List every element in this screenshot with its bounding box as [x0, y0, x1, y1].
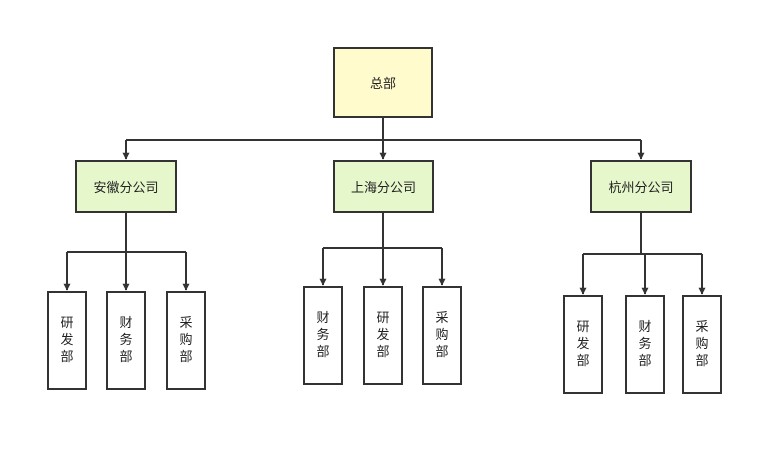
dept-label: 采购部: [435, 311, 449, 360]
dept-node-shanghai-3[interactable]: 采购部: [422, 286, 462, 385]
dept-label: 财务部: [638, 320, 652, 369]
dept-label: 采购部: [695, 320, 709, 369]
dept-node-anhui-3[interactable]: 采购部: [166, 291, 206, 390]
dept-node-anhui-1[interactable]: 研发部: [47, 291, 87, 390]
branch-label: 杭州分公司: [608, 181, 674, 196]
dept-label: 研发部: [376, 311, 390, 360]
branch-label: 上海分公司: [350, 181, 416, 196]
dept-node-hangzhou-3[interactable]: 采购部: [682, 295, 722, 394]
dept-node-hangzhou-1[interactable]: 研发部: [563, 295, 603, 394]
branch-label: 安徽分公司: [93, 181, 159, 196]
dept-label: 采购部: [179, 316, 193, 365]
root-node[interactable]: 总部: [333, 47, 433, 118]
dept-node-shanghai-1[interactable]: 财务部: [303, 286, 343, 385]
dept-label: 研发部: [60, 316, 74, 365]
branch-node-anhui[interactable]: 安徽分公司: [75, 160, 177, 213]
dept-node-anhui-2[interactable]: 财务部: [106, 291, 146, 390]
dept-node-hangzhou-2[interactable]: 财务部: [625, 295, 665, 394]
dept-label: 研发部: [576, 320, 590, 369]
dept-node-shanghai-2[interactable]: 研发部: [363, 286, 403, 385]
branch-node-hangzhou[interactable]: 杭州分公司: [590, 160, 692, 213]
root-label: 总部: [369, 77, 396, 92]
dept-label: 财务部: [316, 311, 330, 360]
branch-node-shanghai[interactable]: 上海分公司: [333, 160, 434, 213]
dept-label: 财务部: [119, 316, 133, 365]
